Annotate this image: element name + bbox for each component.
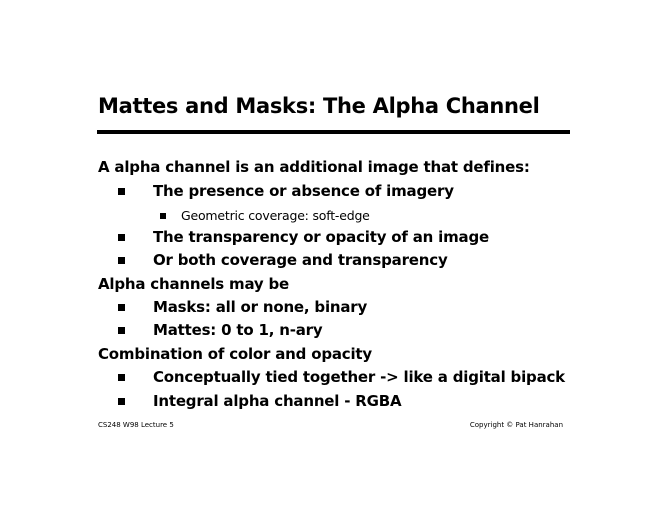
square-bullet-icon [118, 188, 125, 195]
bullet-text: Masks: all or none, binary [153, 298, 368, 316]
bullet-line-level-1: The transparency or opacity of an image [118, 228, 489, 246]
square-bullet-icon [118, 234, 125, 241]
bullet-text: Geometric coverage: soft-edge [181, 208, 370, 223]
bullet-text: Alpha channels may be [98, 275, 290, 293]
bullet-text: A alpha channel is an additional image t… [98, 158, 530, 176]
bullet-line-level-0: A alpha channel is an additional image t… [98, 158, 530, 176]
slide-title: Mattes and Masks: The Alpha Channel [98, 94, 540, 118]
bullet-text: The transparency or opacity of an image [153, 228, 489, 246]
square-bullet-icon [160, 213, 166, 219]
footer-course: CS248 W98 Lecture 5 [98, 421, 174, 429]
bullet-line-level-1: The presence or absence of imagery [118, 182, 454, 200]
bullet-line-level-1: Masks: all or none, binary [118, 298, 368, 316]
bullet-text: Conceptually tied together -> like a dig… [153, 368, 565, 386]
bullet-text: Combination of color and opacity [98, 345, 372, 363]
square-bullet-icon [118, 257, 125, 264]
bullet-line-level-1: Or both coverage and transparency [118, 251, 448, 269]
square-bullet-icon [118, 398, 125, 405]
footer-copyright: Copyright © Pat Hanrahan [469, 421, 563, 429]
bullet-line-level-0: Alpha channels may be [98, 275, 289, 293]
bullet-line-level-2: Geometric coverage: soft-edge [160, 208, 370, 223]
bullet-line-level-0: Combination of color and opacity [98, 345, 372, 363]
bullet-line-level-1: Conceptually tied together -> like a dig… [118, 368, 565, 386]
square-bullet-icon [118, 304, 125, 311]
bullet-line-level-1: Mattes: 0 to 1, n-ary [118, 321, 323, 339]
bullet-line-level-1: Integral alpha channel - RGBA [118, 392, 402, 410]
bullet-text: The presence or absence of imagery [153, 182, 454, 200]
title-divider [97, 130, 570, 134]
bullet-text: Or both coverage and transparency [153, 251, 448, 269]
square-bullet-icon [118, 327, 125, 334]
bullet-text: Mattes: 0 to 1, n-ary [153, 321, 323, 339]
bullet-text: Integral alpha channel - RGBA [153, 392, 402, 410]
square-bullet-icon [118, 374, 125, 381]
